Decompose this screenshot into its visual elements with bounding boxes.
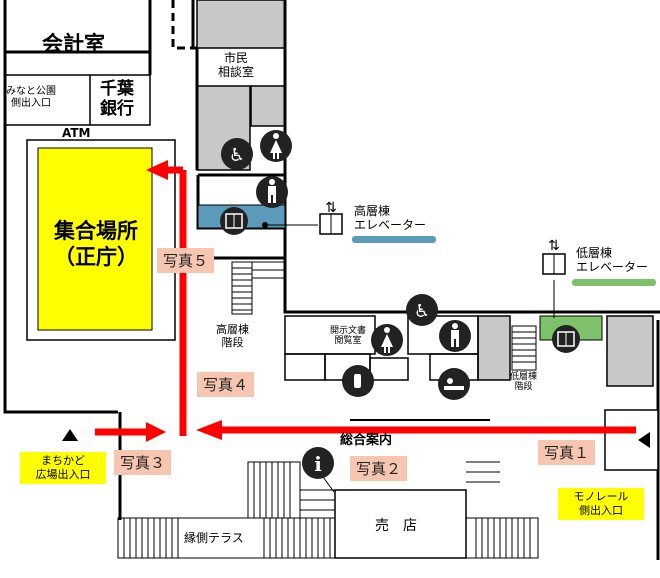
chiba-bank-label: 千葉 銀行	[100, 79, 134, 119]
veranda-outline	[117, 517, 539, 559]
gray-blocks	[196, 0, 654, 387]
monorail-entrance-label: モノレール 側出入口	[558, 488, 644, 520]
machikado-entrance-label: まちかど 広場出入口	[20, 452, 106, 484]
high-rise-stairs-label: 高層棟 階段	[216, 323, 249, 349]
wheelchair-icon-2: ♿	[406, 294, 438, 326]
accounting-room-label: 会計室	[42, 32, 105, 56]
public-documents-label: 開示文書 閲覧室	[330, 326, 367, 347]
elevator-icon	[220, 207, 248, 235]
low-rise-elevator-label: 低層棟 エレベーター	[576, 246, 649, 274]
svg-text:♿: ♿	[229, 145, 245, 166]
dashed-partition	[171, 0, 197, 50]
high-rise-stairs-lines	[231, 261, 285, 315]
veranda-label: 縁側テラス	[182, 531, 246, 546]
citizen-consultation-label: 市民 相談室	[218, 51, 255, 79]
entrance-triangle-icon	[638, 432, 650, 448]
walls	[3, 0, 660, 560]
wheelchair-icon: ♿	[221, 138, 253, 170]
svg-text:⇅: ⇅	[325, 200, 337, 216]
general-info-label: 総合案内	[340, 433, 393, 448]
svg-text:♿: ♿	[414, 301, 430, 322]
female-icon-2	[371, 324, 403, 356]
high-rise-elevator-underline	[352, 236, 436, 243]
photo-label-2: 写真２	[350, 456, 408, 481]
female-icon	[260, 130, 292, 162]
svg-text:i: i	[314, 452, 322, 476]
entrance-triangle-icon-left	[62, 429, 78, 441]
shop-box	[334, 489, 467, 559]
baby-changing-icon	[438, 368, 470, 400]
baby-bottle-icon	[342, 365, 374, 397]
elevator-icon-2	[552, 325, 580, 353]
low-rise-stairs-lines	[511, 325, 537, 371]
shop-label: 売 店	[375, 518, 417, 534]
left-rooms	[4, 74, 176, 341]
photo-label-5: 写真５	[157, 248, 215, 273]
low-rise-stairs-label: 低層棟 階段	[510, 372, 538, 393]
low-rise-elevator-underline	[572, 279, 656, 286]
route-arrowheads	[146, 160, 222, 442]
svg-text:⇅: ⇅	[548, 238, 560, 254]
atm-label: ATM	[62, 126, 91, 140]
photo-label-3: 写真３	[114, 450, 172, 475]
photo-label-4: 写真４	[197, 372, 255, 397]
male-icon-2	[439, 320, 471, 352]
elevator-icon-legend-low: ⇅	[542, 238, 566, 275]
photo-label-1: 写真１	[538, 440, 596, 465]
male-icon	[256, 176, 288, 208]
evacuation-route	[95, 166, 636, 436]
monorail-door	[604, 409, 659, 471]
minato-park-entrance-label: みなと公園 側出入口	[6, 86, 56, 109]
elevator-icon-legend-high: ⇅	[319, 200, 343, 235]
high-rise-elevator-label: 高層棟 エレベーター	[354, 204, 427, 232]
information-icon: i	[302, 447, 334, 479]
assembly-area-label: 集合場所 （正庁）	[54, 219, 138, 270]
assembly-area-fill	[37, 147, 153, 331]
